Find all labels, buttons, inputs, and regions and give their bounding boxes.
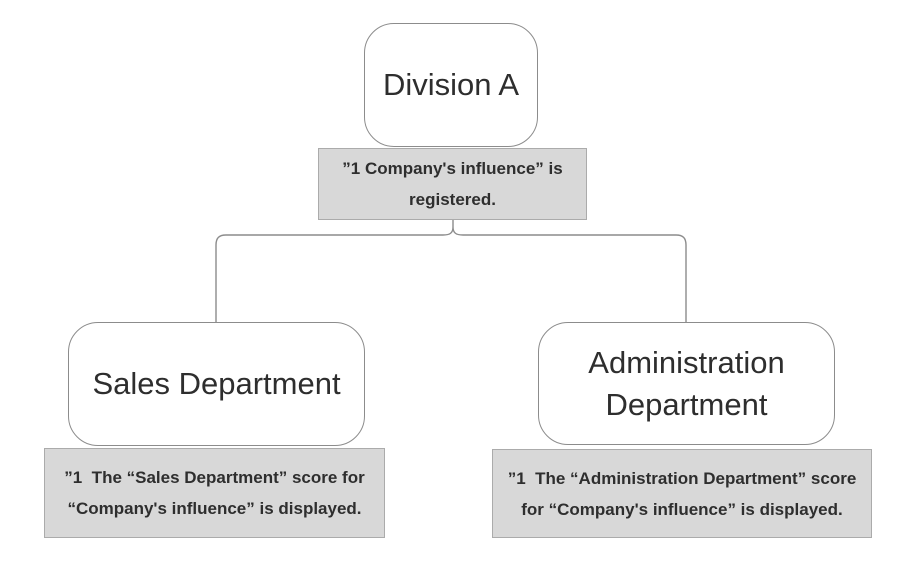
node-sales-department-label: Sales Department [92, 366, 341, 401]
node-division-a-label: Division A [382, 67, 520, 102]
note-sales-department-line-1: ”1 The “Sales Department” score for [64, 468, 365, 487]
node-sales-department: Sales Department [68, 322, 365, 446]
note-division-a-line-2: registered. [409, 190, 496, 209]
note-administration-department-line-2: for “Company's influence” is displayed. [521, 499, 843, 519]
note-administration-department: ”1 The “Administration Department” score… [492, 449, 872, 538]
connector-path [215, 220, 687, 322]
node-administration-department-label: Administration Department [588, 342, 784, 426]
note-sales-department: ”1 The “Sales Department” score for “Com… [44, 448, 385, 538]
note-administration-department-line-1: ”1 The “Administration Department” score [507, 468, 857, 488]
node-division-a: Division A [364, 23, 538, 147]
node-administration-department-label-line-2: Department [605, 386, 768, 422]
note-division-a: ”1 Company's influence” is registered. [318, 148, 587, 220]
node-administration-department-label-line-1: Administration [588, 344, 785, 380]
note-sales-department-line-2: “Company's influence” is displayed. [67, 499, 362, 518]
note-division-a-line-1: ”1 Company's influence” is [342, 159, 563, 178]
node-administration-department: Administration Department [538, 322, 835, 445]
